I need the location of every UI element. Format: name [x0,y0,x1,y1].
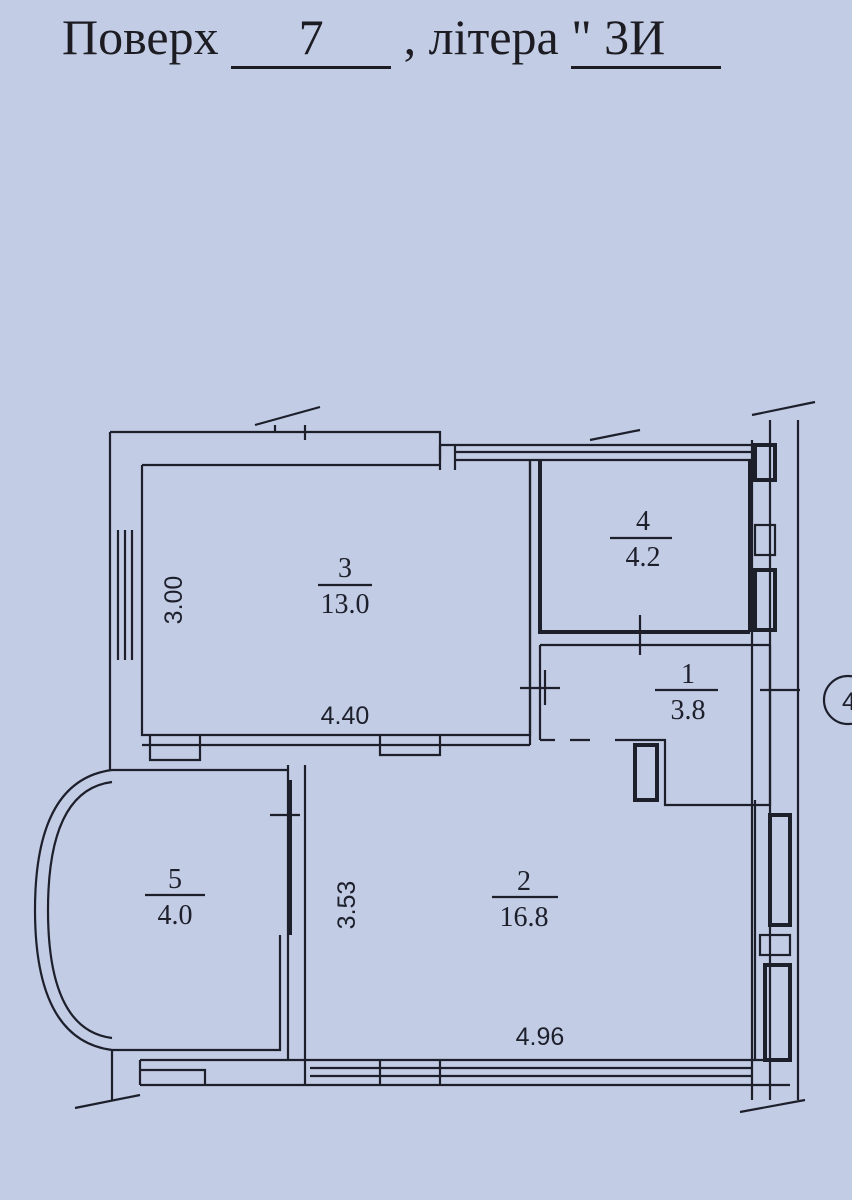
floor-header: Поверх 7 , літера " 3И [62,8,722,69]
room-number: 1 [681,659,695,690]
room-3: 3 13.0 [318,553,372,620]
room-area: 4.2 [626,542,661,573]
axis-marker: 4 [822,674,852,726]
floor-label: Поверх [62,9,219,65]
room-area: 3.8 [671,695,706,726]
room3-width-dim: 4.40 [321,702,370,730]
dimensions: 3.00 4.40 3.53 4.96 [160,576,564,1051]
letter-value: " 3И [571,8,722,69]
walls [33,400,816,1114]
letter-label: , літера [403,9,559,65]
room-area: 4.0 [158,900,193,931]
room-area: 13.0 [321,589,370,620]
room-1: 1 3.8 [655,659,718,726]
room-number: 2 [517,866,531,897]
room-4: 4 4.2 [610,506,672,573]
room2-height-dim: 3.53 [333,881,361,930]
room2-width-dim: 4.96 [516,1023,565,1051]
room-area: 16.8 [500,902,549,933]
axis-marker-label: 4 [842,688,852,716]
room-number: 5 [168,864,182,895]
room-2: 2 16.8 [492,866,558,933]
floor-value: 7 [231,8,392,69]
room-number: 3 [338,553,352,584]
room3-height-dim: 3.00 [160,576,188,625]
room-number: 4 [636,506,650,537]
room-5: 5 4.0 [145,864,205,931]
